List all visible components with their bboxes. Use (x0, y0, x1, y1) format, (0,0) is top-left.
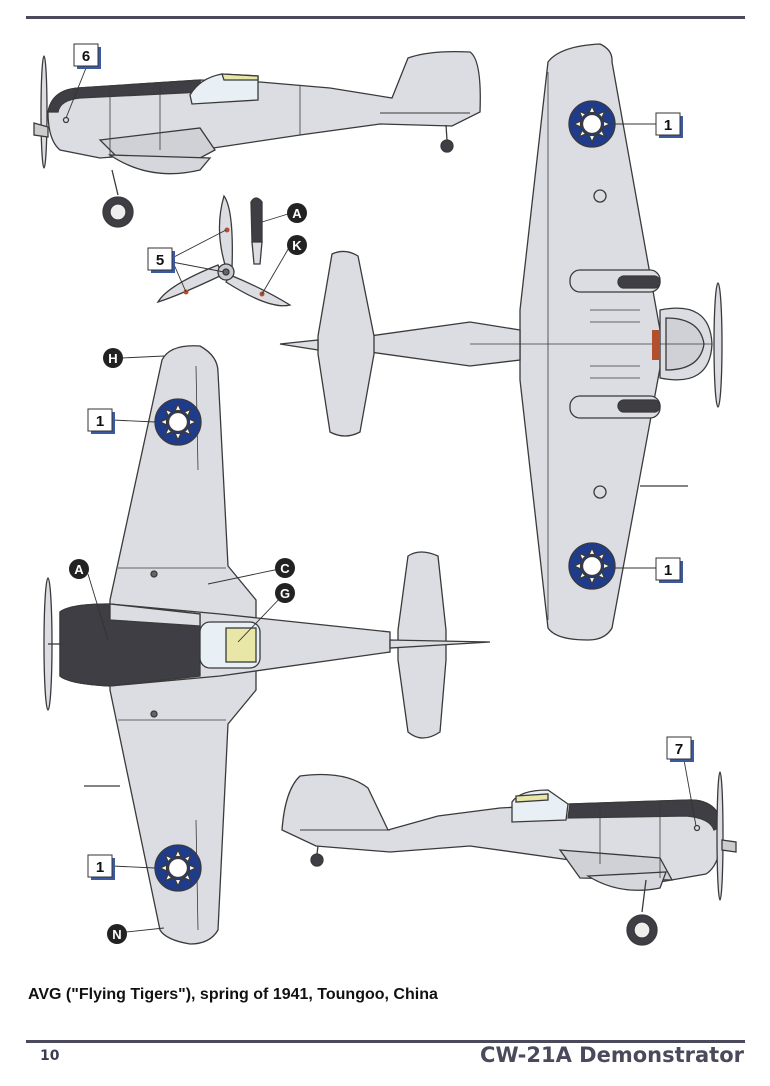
underside-view (279, 43, 723, 641)
callout-letter-h: H (103, 348, 123, 368)
svg-text:A: A (292, 206, 302, 221)
svg-text:6: 6 (82, 48, 90, 65)
propeller-detail (156, 194, 292, 307)
callout-5: 5 (147, 247, 175, 273)
leader-lines (65, 67, 697, 933)
callout-letter-a-fuselage: A (69, 559, 89, 579)
svg-text:G: G (280, 586, 290, 601)
callout-1-upper-left: 1 (87, 408, 115, 434)
side-profile-left-view (33, 50, 481, 228)
svg-text:K: K (292, 238, 302, 253)
svg-text:A: A (74, 562, 84, 577)
svg-text:1: 1 (96, 859, 104, 876)
top-view (43, 345, 491, 945)
callout-letter-c: C (275, 558, 295, 578)
svg-text:C: C (280, 561, 290, 576)
svg-text:5: 5 (156, 252, 164, 269)
callout-letter-k: K (287, 235, 307, 255)
svg-text:1: 1 (664, 562, 672, 579)
callout-1-upper-right: 1 (655, 112, 683, 138)
callout-letter-g: G (275, 583, 295, 603)
svg-text:7: 7 (675, 741, 683, 758)
document-title: CW-21A Demonstrator (480, 1043, 744, 1067)
svg-text:H: H (108, 351, 117, 366)
top-rule (26, 16, 745, 19)
callout-6: 6 (73, 43, 101, 69)
svg-text:1: 1 (96, 413, 104, 430)
callout-1-lower-left: 1 (87, 854, 115, 880)
bottom-rule (26, 1040, 745, 1043)
profile-caption: AVG ("Flying Tigers"), spring of 1941, T… (28, 986, 438, 1003)
callout-letter-a-propeller: A (287, 203, 307, 223)
side-profile-right-view (281, 771, 737, 946)
svg-text:N: N (112, 927, 121, 942)
svg-text:1: 1 (664, 117, 672, 134)
callout-1-lower-right: 1 (655, 557, 683, 583)
page-number: 10 (40, 1048, 60, 1064)
callout-7: 7 (666, 736, 694, 762)
callout-letter-n: N (107, 924, 127, 944)
